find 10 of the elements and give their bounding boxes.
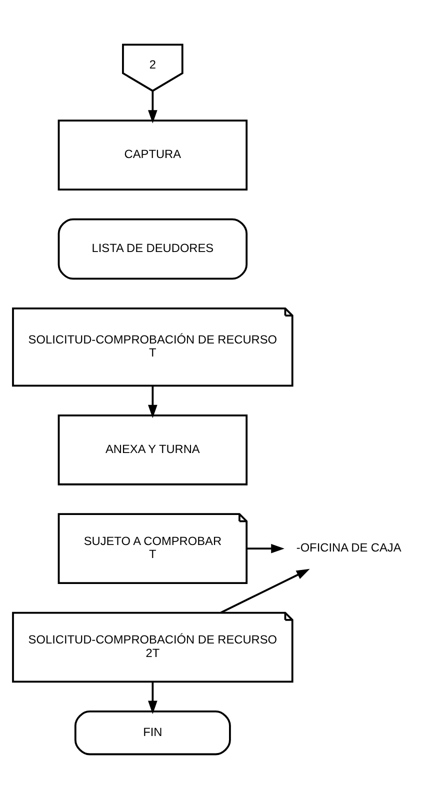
arrow [148,682,158,714]
node-text: -OFICINA DE CAJA [296,540,402,555]
arrow [148,386,158,418]
node-box: FIN [74,710,231,756]
node-box: CAPTURA [58,120,248,190]
arrow [148,91,158,124]
arrow [220,568,310,614]
node-box: ANEXA Y TURNA [58,414,248,486]
node-box: LISTA DE DEUDORES [58,218,248,280]
arrow [246,544,284,554]
